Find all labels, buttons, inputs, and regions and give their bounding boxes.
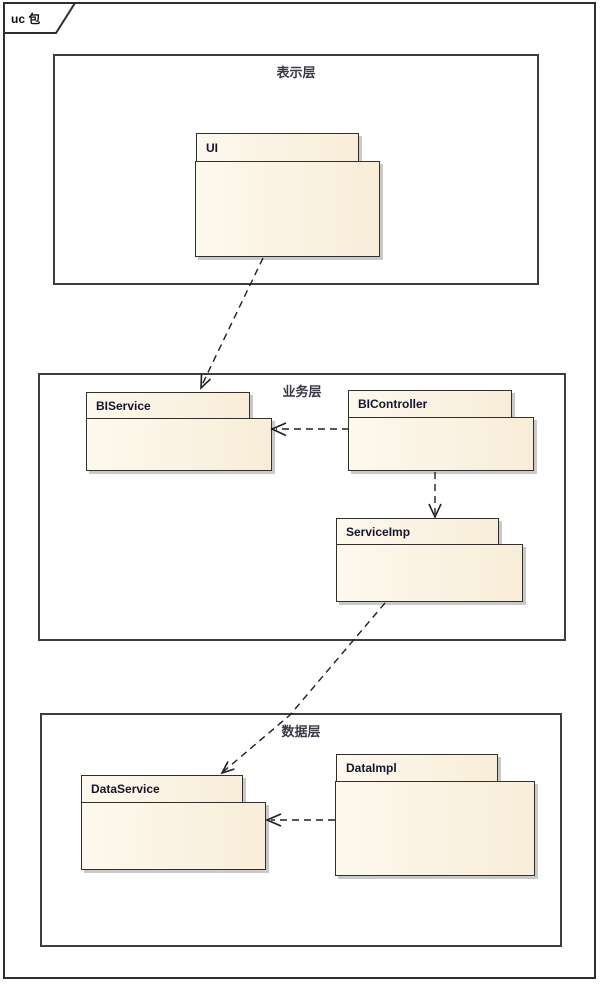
package-biservice-body [86,418,272,471]
package-bicontroller-tab: BIController [348,390,512,418]
frame-title: uc 包 [11,12,41,26]
package-dataservice-tab: DataService [81,775,243,803]
package-ui-body [195,161,380,257]
package-bicontroller[interactable]: BIController [348,390,534,471]
package-dataservice-name: DataService [91,782,160,796]
layer-business-label: 业务层 [282,384,322,399]
package-serviceimp-name: ServiceImp [346,524,411,539]
package-dataimpl[interactable]: DataImpl [335,754,535,876]
package-biservice[interactable]: BIService [86,392,272,471]
package-biservice-name: BIService [96,398,151,413]
package-ui[interactable]: UI [195,133,380,257]
package-biservice-tab: BIService [86,392,250,419]
package-bicontroller-name: BIController [358,397,428,411]
package-dataservice-body [81,802,266,870]
package-serviceimp[interactable]: ServiceImp [336,518,523,602]
package-bicontroller-body [348,417,534,471]
layer-data-label: 数据层 [281,724,321,739]
package-dataservice[interactable]: DataService [81,775,266,870]
layer-presentation-label: 表示层 [276,65,316,80]
package-ui-name: UI [206,140,218,155]
package-serviceimp-tab: ServiceImp [336,518,499,545]
package-dataimpl-name: DataImpl [346,761,397,775]
package-serviceimp-body [336,544,523,602]
package-dataimpl-tab: DataImpl [336,754,498,782]
package-ui-tab: UI [196,133,359,162]
package-dataimpl-body [335,781,535,876]
